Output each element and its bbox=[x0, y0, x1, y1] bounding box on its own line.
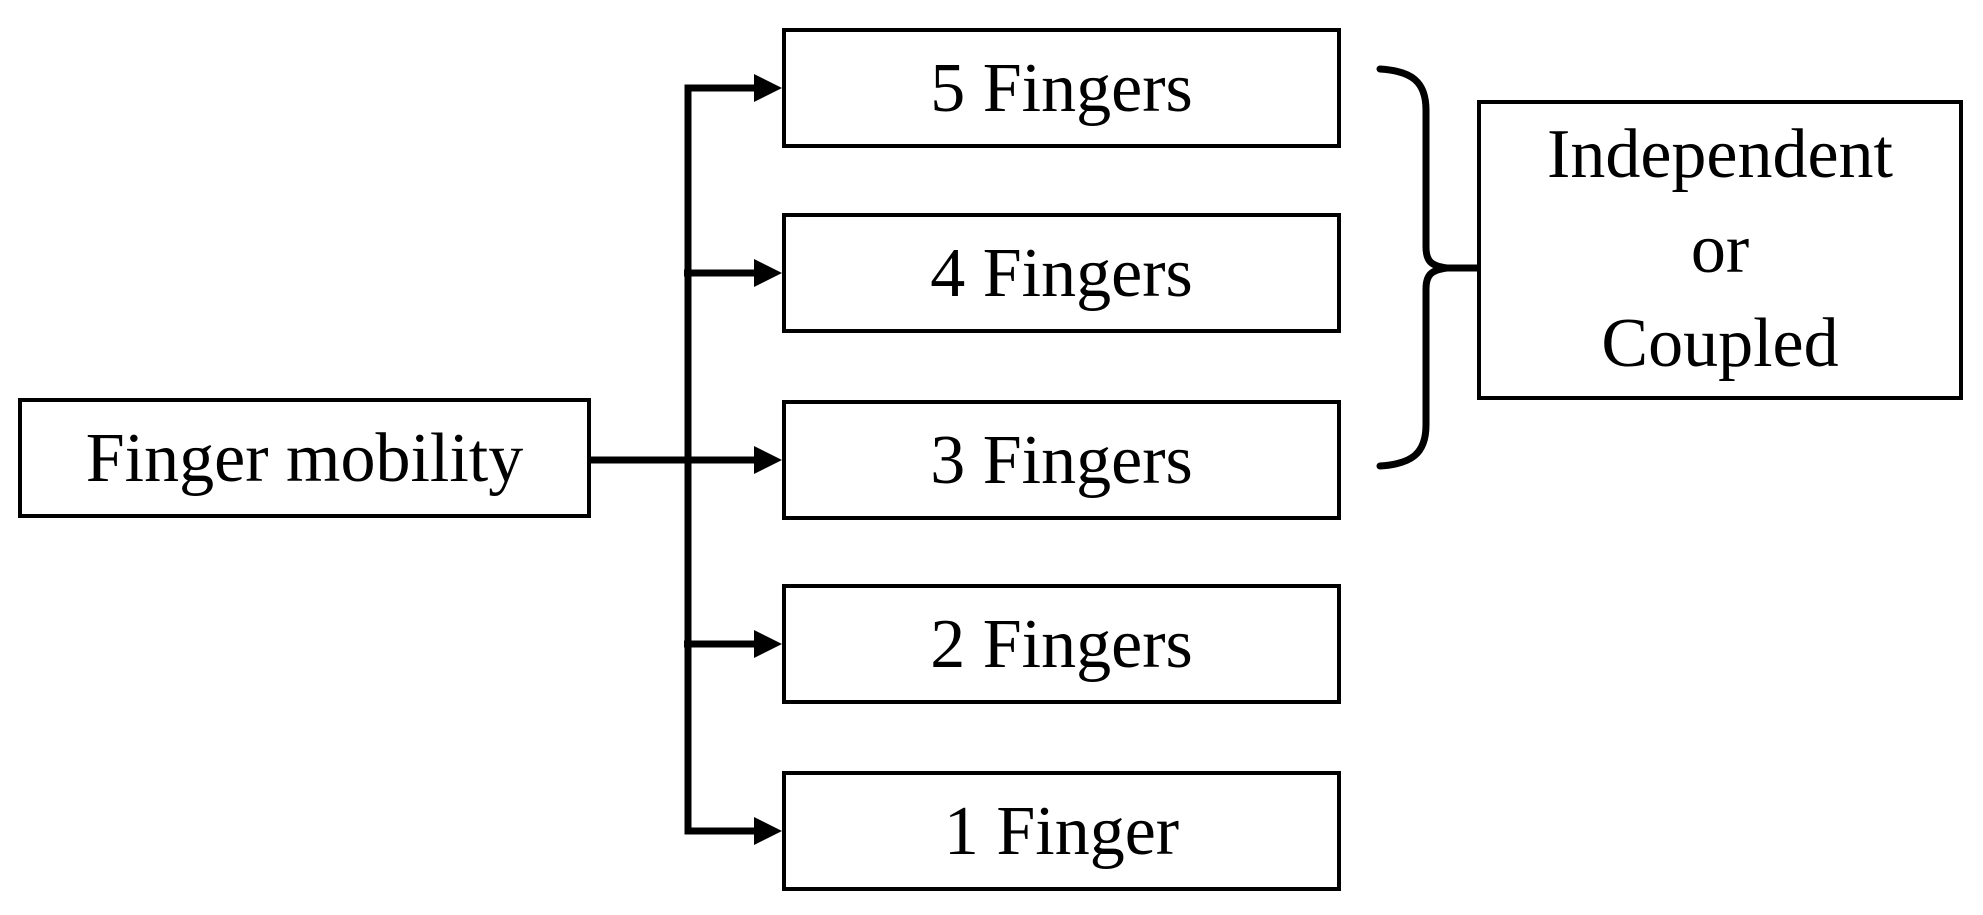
option-label-5-fingers: 5 Fingers bbox=[930, 49, 1193, 127]
option-box-4-fingers: 4 Fingers bbox=[782, 213, 1341, 333]
arrowhead-4-fingers bbox=[754, 259, 782, 287]
arrowhead-1-finger bbox=[754, 817, 782, 845]
option-box-3-fingers: 3 Fingers bbox=[782, 400, 1341, 520]
option-label-1-finger: 1 Finger bbox=[943, 792, 1180, 870]
arrowhead-5-fingers bbox=[754, 74, 782, 102]
finger-mobility-label: Finger mobility bbox=[85, 419, 524, 497]
arrowhead-3-fingers bbox=[754, 446, 782, 474]
connector-branch-trunk bbox=[684, 84, 757, 835]
outcome-line-or: or bbox=[1690, 210, 1750, 288]
option-box-2-fingers: 2 Fingers bbox=[782, 584, 1341, 704]
finger-mobility-box: Finger mobility bbox=[18, 398, 591, 518]
outcome-line-independent: Independent bbox=[1547, 116, 1893, 194]
outcome-line-coupled: Coupled bbox=[1601, 305, 1839, 383]
option-box-5-fingers: 5 Fingers bbox=[782, 28, 1341, 148]
option-label-4-fingers: 4 Fingers bbox=[930, 234, 1193, 312]
grouping-brace bbox=[1376, 65, 1448, 470]
option-label-3-fingers: 3 Fingers bbox=[930, 421, 1193, 499]
option-box-1-finger: 1 Finger bbox=[782, 771, 1341, 891]
arrowhead-2-fingers bbox=[754, 630, 782, 658]
option-label-2-fingers: 2 Fingers bbox=[930, 605, 1193, 683]
outcome-box-independent-or-coupled: Independent or Coupled bbox=[1477, 100, 1963, 400]
